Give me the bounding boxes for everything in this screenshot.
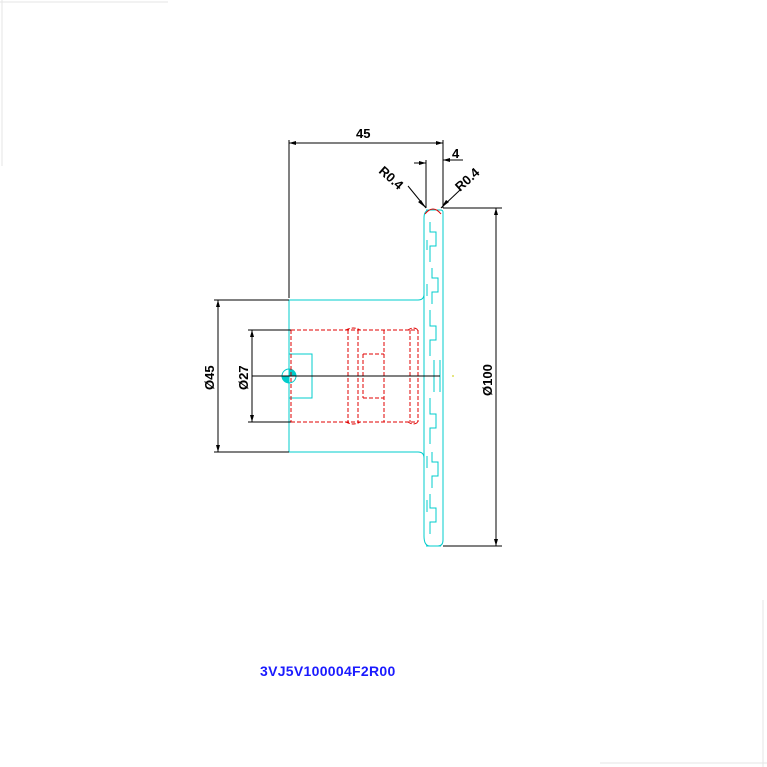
dim-thickness-4: 4 bbox=[452, 146, 460, 161]
dim-radius-left: R0.4 bbox=[376, 163, 407, 193]
part-code-label: 3VJ5V100004F2R00 bbox=[260, 663, 396, 679]
arrowheads bbox=[216, 141, 498, 546]
dim-outer-diameter: Ø100 bbox=[480, 364, 495, 396]
dim-radius-right: R0.4 bbox=[452, 164, 483, 194]
hidden-lines bbox=[290, 208, 442, 425]
dim-bore-diameter: Ø27 bbox=[236, 365, 251, 390]
dim-hub-diameter: Ø45 bbox=[202, 365, 217, 390]
dim-width-45: 45 bbox=[356, 126, 370, 141]
